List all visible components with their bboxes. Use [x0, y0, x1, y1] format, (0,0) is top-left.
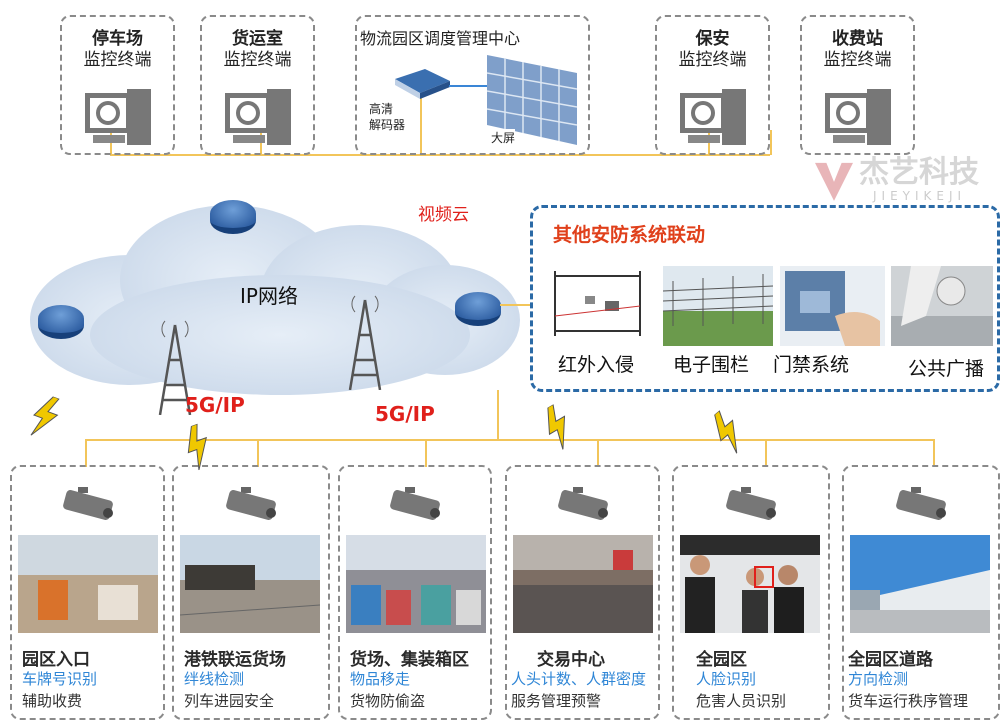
ip-network-label: IP网络 — [240, 284, 298, 308]
zone-park-entrance: 园区入口 车牌号识别 辅助收费 — [10, 465, 165, 720]
system-label-broadcast: 公共广播 — [908, 358, 985, 380]
infrared-intrusion-image — [545, 266, 657, 346]
computer-icon — [224, 89, 291, 145]
zone-container-yard: 货场、集装箱区 物品移走 货物防偷盗 — [338, 465, 492, 720]
other-security-systems-panel: 其他安防系统联动 红外入侵 电子围栏 门禁系统 公共广播 — [530, 205, 1000, 392]
connector — [770, 130, 772, 155]
system-label-fence: 电子围栏 — [673, 354, 750, 376]
terminal-title: 收费站 — [832, 29, 883, 49]
system-label-infrared: 红外入侵 — [558, 354, 635, 376]
connector — [597, 439, 599, 467]
zone-function: 物品移走 — [350, 670, 411, 688]
terminal-subtitle: 监控终端 — [83, 50, 152, 70]
electric-fence-image — [663, 266, 773, 346]
center-title: 物流园区调度管理中心 — [360, 29, 521, 48]
zone-photo — [180, 535, 320, 633]
connector — [420, 95, 422, 155]
zone-name: 交易中心 — [537, 650, 605, 670]
panel-title: 其他安防系统联动 — [553, 224, 706, 246]
wireless-bolt-icon — [30, 396, 60, 436]
logo-mark-icon — [815, 162, 853, 201]
zone-whole-park: 全园区 人脸识别 危害人员识别 — [672, 465, 830, 720]
router-icon — [38, 305, 84, 339]
zone-park-roads: 全园区道路 方向检测 货车运行秩序管理 — [842, 465, 1000, 720]
watermark-logo: 杰艺科技 JIEYIKEJI — [815, 157, 1005, 204]
wireless-bolt-icon — [714, 409, 738, 454]
terminal-title: 保安 — [695, 29, 730, 49]
camera-icon — [896, 487, 946, 520]
zone-purpose: 货物防偷盗 — [350, 692, 426, 710]
cable — [449, 85, 491, 87]
zone-name: 港铁联运货场 — [184, 650, 286, 670]
public-broadcast-image — [891, 266, 993, 346]
zone-function: 车牌号识别 — [22, 670, 98, 688]
zone-function: 人头计数、人群密度 — [511, 670, 647, 688]
terminal-subtitle: 监控终端 — [823, 50, 892, 70]
connector — [497, 390, 499, 440]
terminal-parking: 停车场监控终端 — [60, 15, 175, 155]
zone-purpose: 辅助收费 — [22, 692, 83, 710]
zone-function: 人脸识别 — [696, 670, 757, 688]
computer-icon — [679, 89, 746, 145]
connector — [765, 439, 767, 467]
link-label-5g: 5G/IP — [185, 393, 245, 417]
connector — [257, 439, 259, 467]
camera-icon — [726, 487, 776, 520]
zone-name: 全园区道路 — [848, 650, 933, 670]
zone-purpose: 服务管理预警 — [511, 692, 602, 710]
zone-purpose: 列车进园安全 — [184, 692, 275, 710]
zone-photo — [513, 535, 653, 633]
terminal-security: 保安监控终端 — [655, 15, 770, 155]
connector — [85, 439, 87, 467]
zone-name: 货场、集装箱区 — [350, 650, 469, 670]
camera-icon — [390, 487, 440, 520]
zone-function: 绊线检测 — [184, 670, 245, 688]
zone-rail-freight-yard: 港铁联运货场 绊线检测 列车进园安全 — [172, 465, 330, 720]
zone-function: 方向检测 — [848, 670, 909, 688]
link-label-5g: 5G/IP — [375, 402, 435, 426]
watermark-cn: 杰艺科技 — [859, 155, 979, 190]
connector — [933, 439, 935, 467]
terminal-title: 货运室 — [232, 29, 283, 49]
computer-icon — [824, 89, 891, 145]
terminal-toll-station: 收费站监控终端 — [800, 15, 915, 155]
decoder-icon — [395, 69, 450, 99]
zone-name: 全园区 — [696, 650, 747, 670]
zone-photo — [346, 535, 486, 633]
zone-photo — [850, 535, 990, 633]
dispatch-center: 物流园区调度管理中心 高清 解码器 大屏 — [355, 15, 590, 155]
antenna-tower-icon — [348, 295, 382, 390]
camera-icon — [62, 487, 113, 520]
camera-icon — [557, 487, 608, 520]
router-icon — [455, 292, 501, 326]
terminal-freight-room: 货运室监控终端 — [200, 15, 315, 155]
video-cloud-label: 视频云 — [418, 205, 469, 225]
connector — [425, 439, 427, 467]
bottom-bus-line — [85, 439, 935, 441]
connector — [500, 304, 530, 306]
system-label-access: 门禁系统 — [773, 354, 850, 376]
wireless-bolt-icon — [187, 423, 207, 471]
zone-photo — [680, 535, 820, 633]
terminal-subtitle: 监控终端 — [678, 50, 747, 70]
video-wall-icon — [487, 55, 577, 145]
zone-photo — [18, 535, 158, 633]
access-control-image — [780, 266, 885, 346]
zone-trading-center: 交易中心 人头计数、人群密度 服务管理预警 — [505, 465, 660, 720]
router-icon — [210, 200, 256, 234]
zone-name: 园区入口 — [22, 650, 90, 670]
watermark-en: JIEYIKEJI — [873, 189, 967, 203]
camera-icon — [226, 487, 276, 520]
terminal-title: 停车场 — [92, 29, 143, 49]
screen-label: 大屏 — [491, 129, 516, 146]
zone-purpose: 危害人员识别 — [696, 692, 787, 710]
decoder-label: 高清 解码器 — [369, 102, 406, 132]
antenna-tower-icon — [158, 320, 192, 415]
terminal-subtitle: 监控终端 — [223, 50, 292, 70]
computer-icon — [84, 89, 151, 145]
zone-purpose: 货车运行秩序管理 — [848, 692, 969, 710]
top-bus-line — [110, 154, 770, 156]
wireless-bolt-icon — [547, 403, 566, 450]
